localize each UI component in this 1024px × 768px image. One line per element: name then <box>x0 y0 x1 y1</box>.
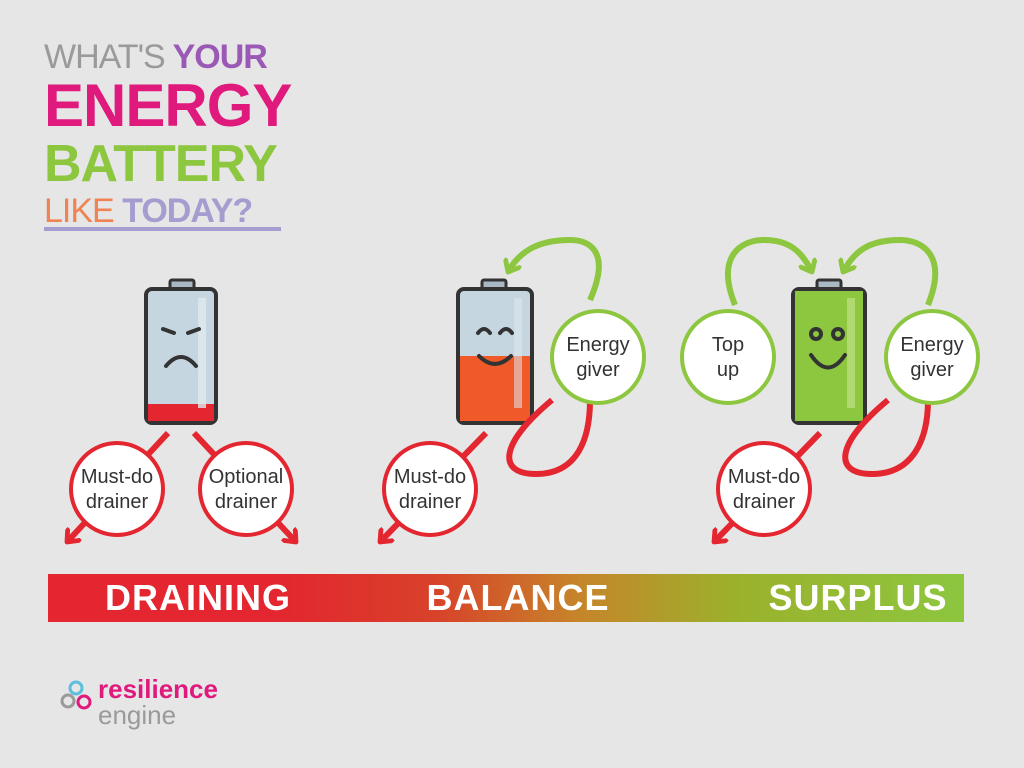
gears-icon <box>60 680 92 710</box>
circle-label: drainer <box>399 491 462 513</box>
circle-label: giver <box>910 359 954 381</box>
circle-label: Energy <box>566 334 629 356</box>
circle-label: up <box>717 359 739 381</box>
circle-label: giver <box>576 359 620 381</box>
circle-label: drainer <box>733 491 796 513</box>
circle-balance-giver: Energy giver <box>550 309 646 405</box>
battery-balance <box>456 278 534 425</box>
logo-text-resilience: resilience <box>98 674 218 704</box>
circle-label: Top <box>712 334 744 356</box>
circle-label: drainer <box>86 491 149 513</box>
arrow-balance-drain-loop <box>506 397 593 478</box>
infographic-title: WHAT'S YOUR ENERGY BATTERY LIKE TODAY? <box>44 38 292 230</box>
title-underline <box>44 227 281 231</box>
content-face-icon <box>476 327 514 366</box>
title-today: TODAY? <box>122 192 253 230</box>
circle-label: drainer <box>215 491 278 513</box>
title-like: LIKE <box>44 192 115 230</box>
circle-draining-optional: Optional drainer <box>198 441 294 537</box>
title-whats: WHAT'S <box>44 38 166 76</box>
arrow-surplus-giver <box>843 236 939 307</box>
sad-face-icon <box>161 327 201 368</box>
arrow-surplus-top-up <box>725 236 812 307</box>
circle-surplus-giver: Energy giver <box>884 309 980 405</box>
arrow-surplus-drain-loop <box>842 397 931 478</box>
circle-surplus-top-up: Top up <box>680 309 776 405</box>
circle-surplus-must-do: Must-do drainer <box>716 441 812 537</box>
scale-label-surplus: SURPLUS <box>768 577 948 618</box>
circle-label: Energy <box>900 334 963 356</box>
happy-face-icon <box>809 327 847 370</box>
arrow-balance-giver <box>508 236 602 302</box>
battery-draining <box>144 278 218 425</box>
title-battery: BATTERY <box>44 135 278 193</box>
battery-surplus <box>791 278 867 425</box>
energy-scale-bar: DRAINING BALANCE SURPLUS <box>48 574 964 622</box>
resilience-engine-logo: resilience engine <box>58 676 218 728</box>
logo-text-engine: engine <box>98 700 177 730</box>
scale-label-draining: DRAINING <box>105 577 291 618</box>
circle-draining-must-do: Must-do drainer <box>69 441 165 537</box>
circle-label: Optional <box>209 466 284 488</box>
circle-label: Must-do <box>394 466 466 488</box>
circle-balance-must-do: Must-do drainer <box>382 441 478 537</box>
scale-label-balance: BALANCE <box>426 577 610 618</box>
circle-label: Must-do <box>728 466 800 488</box>
title-energy: ENERGY <box>44 72 292 139</box>
battery-draining-fill <box>148 404 214 421</box>
title-your: YOUR <box>172 38 268 76</box>
circle-label: Must-do <box>81 466 153 488</box>
